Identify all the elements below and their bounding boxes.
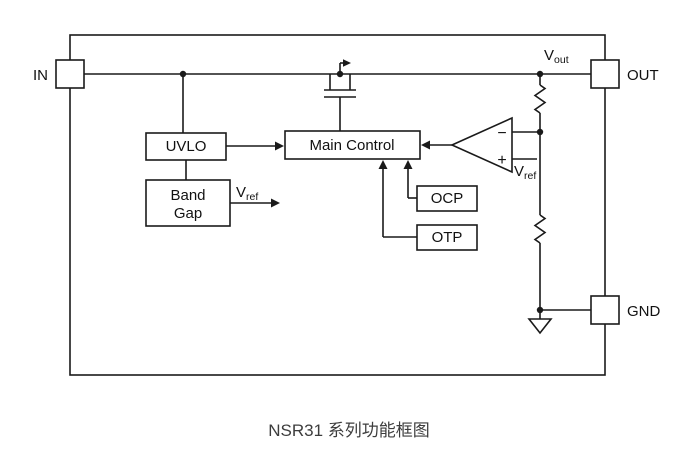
junction-divider-gnd — [536, 306, 544, 314]
pin-out-label: OUT — [627, 67, 659, 84]
mosfet-body-arrow-icon — [343, 59, 351, 67]
main-control-block — [284, 130, 421, 160]
feedback-divider — [533, 84, 547, 244]
vref-bandgap-sub: ref — [246, 191, 258, 203]
pin-in — [55, 59, 85, 89]
pin-in-label: IN — [33, 67, 48, 84]
ocp-block-label: OCP — [431, 190, 464, 207]
otp-block — [416, 224, 478, 251]
amp-inverting-input-label: − — [497, 125, 506, 142]
vout-label: Vout — [544, 47, 569, 66]
vref-amp-base: V — [514, 163, 524, 180]
error-amplifier — [450, 116, 513, 174]
figure-caption: NSR31 系列功能框图 — [268, 421, 430, 440]
resistor-top — [533, 84, 547, 114]
arrow-vref-output-icon — [271, 198, 280, 208]
pin-gnd — [590, 295, 620, 325]
vref-amp-sub: ref — [524, 170, 536, 182]
vref-bandgap-label: Vref — [236, 184, 258, 203]
uvlo-block-label: UVLO — [166, 138, 207, 155]
vref-amp-label: Vref — [514, 163, 536, 182]
pin-out — [590, 59, 620, 89]
main-control-label: Main Control — [309, 137, 394, 154]
ocp-block — [416, 185, 478, 212]
arrowheads — [271, 140, 430, 208]
bandgap-label-line2: Gap — [174, 205, 202, 222]
bandgap-block — [145, 179, 231, 227]
pass-mosfet — [324, 59, 356, 131]
junction-mosfet-body — [336, 70, 344, 78]
vref-bandgap-base: V — [236, 184, 246, 201]
arrow-ocp-to-maincontrol-icon — [403, 160, 413, 169]
chip-boundary — [69, 34, 606, 376]
pin-gnd-label: GND — [627, 303, 661, 320]
arrow-otp-to-maincontrol-icon — [378, 160, 388, 169]
junction-feedback-tap — [536, 128, 544, 136]
vout-label-sub: out — [554, 54, 569, 66]
amp-noninverting-input-label: + — [497, 152, 506, 169]
junction-divider-top — [536, 70, 544, 78]
uvlo-block — [145, 132, 227, 161]
otp-block-label: OTP — [432, 229, 463, 246]
junction-uvlo-feed — [179, 70, 187, 78]
resistor-bottom — [533, 214, 547, 244]
junction-dots — [179, 70, 544, 314]
arrow-uvlo-to-maincontrol-icon — [275, 141, 284, 151]
ground-symbol-icon — [527, 318, 553, 335]
vout-label-base: V — [544, 47, 554, 64]
bandgap-label-line1: Band — [170, 187, 205, 204]
arrow-amp-to-maincontrol-icon — [421, 140, 430, 150]
